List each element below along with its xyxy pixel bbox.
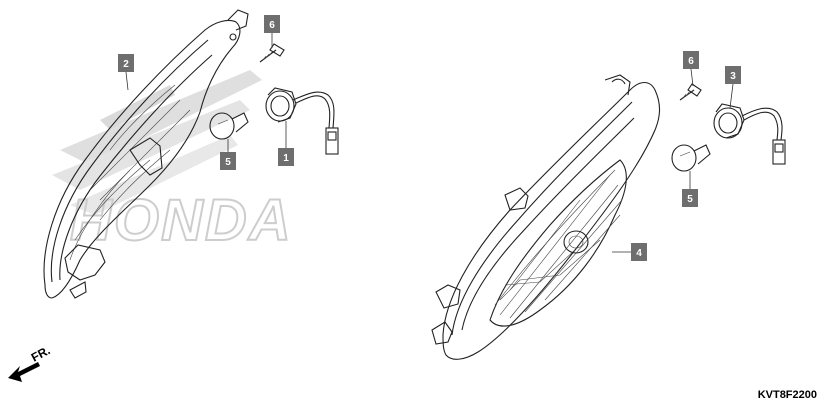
callout-3[interactable]: 3 bbox=[725, 66, 741, 109]
svg-text:4: 4 bbox=[636, 248, 642, 259]
front-direction-label: FR. bbox=[29, 343, 53, 364]
svg-text:6: 6 bbox=[688, 56, 694, 67]
watermark-text: HONDA bbox=[70, 188, 293, 253]
callout-2[interactable]: 2 bbox=[118, 54, 134, 91]
right-bulb[interactable] bbox=[671, 144, 711, 172]
right-turn-signal-lens[interactable] bbox=[431, 74, 661, 360]
honda-watermark: HONDA bbox=[52, 70, 293, 254]
front-direction-arrow: FR. bbox=[8, 343, 52, 382]
callout-1[interactable]: 1 bbox=[278, 121, 294, 166]
svg-text:6: 6 bbox=[269, 20, 275, 31]
svg-text:5: 5 bbox=[225, 157, 231, 168]
svg-text:1: 1 bbox=[283, 153, 289, 164]
left-screw[interactable] bbox=[259, 43, 285, 63]
left-bulb[interactable] bbox=[209, 112, 249, 140]
right-bulb-socket[interactable] bbox=[713, 103, 786, 165]
diagram-code: KVT8F2200 bbox=[758, 389, 817, 401]
callout-5-right[interactable]: 5 bbox=[682, 171, 698, 207]
callout-5-left[interactable]: 5 bbox=[220, 139, 236, 170]
left-bulb-socket[interactable] bbox=[265, 87, 339, 155]
callout-6-right[interactable]: 6 bbox=[683, 51, 699, 87]
right-screw[interactable] bbox=[679, 83, 702, 101]
svg-text:3: 3 bbox=[730, 71, 736, 82]
svg-text:2: 2 bbox=[123, 59, 129, 70]
svg-text:5: 5 bbox=[687, 194, 693, 205]
callout-6-left[interactable]: 6 bbox=[264, 15, 280, 48]
left-turn-signal-lens[interactable] bbox=[43, 9, 249, 299]
callout-4[interactable]: 4 bbox=[612, 243, 647, 261]
